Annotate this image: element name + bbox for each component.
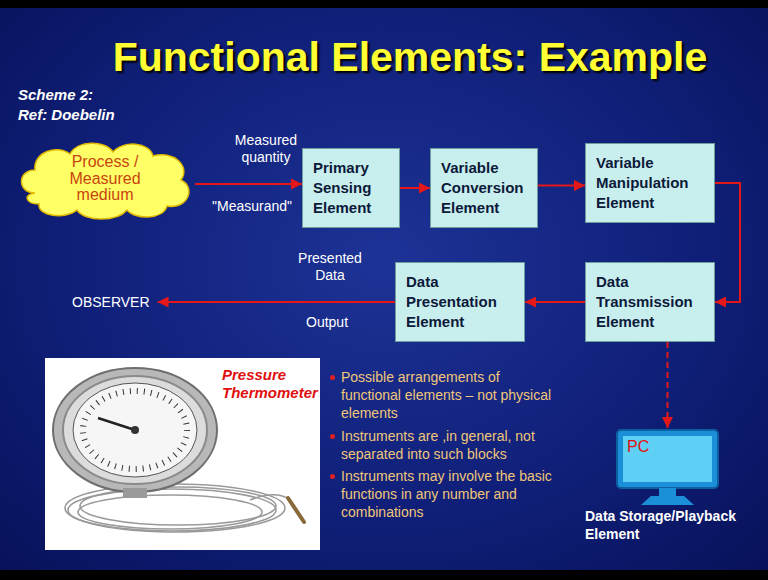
process-cloud: Process / Measured medium xyxy=(15,138,195,220)
element-box: Variable Conversion Element xyxy=(430,148,538,228)
element-box: Data Transmission Element xyxy=(585,262,715,342)
signal-arrow xyxy=(400,187,430,189)
bullet-dot xyxy=(330,375,335,380)
monitor-frame xyxy=(617,430,718,488)
observer-label: OBSERVER xyxy=(72,294,150,311)
signal-label: "Measurand" xyxy=(212,198,292,215)
signal-label: Measured quantity xyxy=(224,132,308,166)
bullet-list: Possible arrangements of functional elem… xyxy=(330,368,562,526)
bullet-dot xyxy=(330,434,335,439)
capillary-coil xyxy=(65,484,290,532)
sensor-bulb xyxy=(288,498,304,522)
photo-caption: Pressure Thermometer xyxy=(222,366,318,402)
box-text: Variable Manipulation Element xyxy=(596,153,704,214)
bullet-item: Instruments are ,in general, not separat… xyxy=(330,427,562,463)
box-text: Data Transmission Element xyxy=(596,272,704,333)
monitor-neck xyxy=(659,488,676,496)
photo-ground xyxy=(45,358,320,550)
signal-arrow xyxy=(195,183,302,185)
element-box: Primary Sensing Element xyxy=(302,148,400,228)
bullet-item: Possible arrangements of functional elem… xyxy=(330,368,562,423)
element-box: Data Presentation Element xyxy=(395,262,525,342)
dashed-arrow xyxy=(667,342,669,428)
bullet-note: Instruments are ,in general, not separat… xyxy=(341,427,562,463)
signal-arrow xyxy=(538,185,585,187)
bullet-note: Instruments may involve the basic functi… xyxy=(341,467,562,522)
box-text: Data Presentation Element xyxy=(406,272,514,333)
bullet-item: Instruments may involve the basic functi… xyxy=(330,467,562,522)
output-arrow xyxy=(158,301,395,303)
cloud-shape xyxy=(22,143,189,219)
box-text: Primary Sensing Element xyxy=(313,158,389,219)
bullet-dot xyxy=(330,474,335,479)
signal-label: Presented Data xyxy=(286,250,374,284)
scheme-note: Scheme 2: xyxy=(18,86,93,104)
reference-note: Ref: Doebelin xyxy=(18,106,115,124)
monitor-base xyxy=(641,496,694,505)
pc-monitor: PC Data Storage/Playback Element xyxy=(585,428,763,543)
bullet-note: Possible arrangements of functional elem… xyxy=(341,368,562,423)
box-text: Variable Conversion Element xyxy=(441,158,527,219)
monitor-screen: PC xyxy=(615,428,720,506)
pressure-gauge xyxy=(53,368,217,498)
signal-arrow xyxy=(525,301,585,303)
monitor-caption: Data Storage/Playback Element xyxy=(585,508,763,543)
cloud-text: Process / Measured medium xyxy=(50,154,160,204)
monitor-display xyxy=(623,436,712,482)
element-box: Variable Manipulation Element xyxy=(585,143,715,223)
slide-title: Functional Elements: Example xyxy=(60,33,760,82)
signal-label: Output xyxy=(306,314,348,331)
screen-text: PC xyxy=(627,438,649,456)
signal-arrow xyxy=(715,183,740,302)
